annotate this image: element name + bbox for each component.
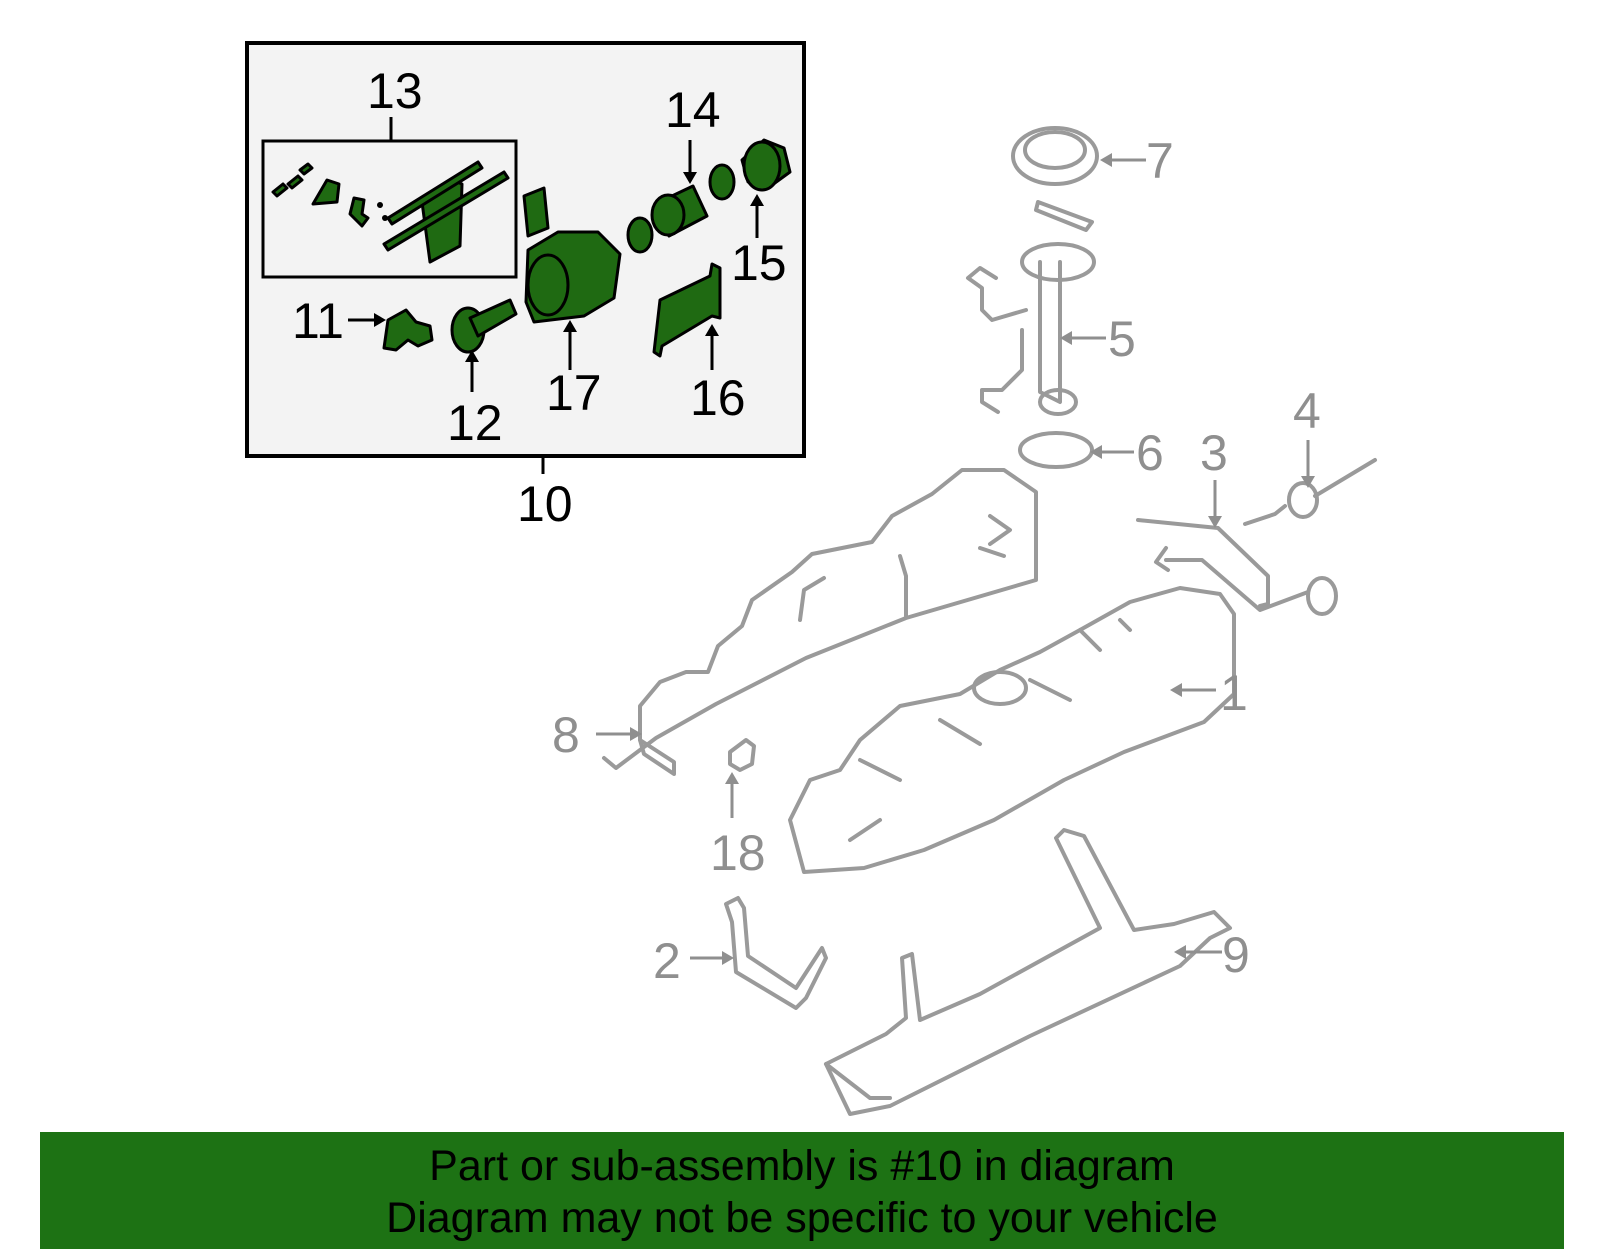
assembly-10-box [245,41,806,474]
callout-15: 15 [731,235,787,291]
part-6-gasket [1018,431,1094,469]
callout-8: 8 [552,707,580,763]
part-13-hardware-kit[interactable] [271,160,510,264]
part-17-pump-body[interactable] [522,186,622,324]
callout-1: 1 [1220,665,1248,721]
callout-14: 14 [665,82,721,138]
callout-9: 9 [1222,927,1250,983]
info-banner: Part or sub-assembly is #10 in diagram D… [40,1132,1564,1249]
callout-arrows [348,140,1315,965]
callout-2: 2 [653,933,681,989]
part-1-fuel-tank [788,586,1236,874]
part-4-cap [1243,458,1377,526]
part-3-filler-pipe [1136,518,1338,616]
banner-line-1: Part or sub-assembly is #10 in diagram [429,1142,1175,1190]
callout-4: 4 [1293,383,1321,439]
part-7-lock-ring [1011,126,1099,186]
callout-12: 12 [447,395,503,451]
callout-16: 16 [690,370,746,426]
part-12-pump-pickup[interactable] [450,298,518,354]
callout-13: 13 [367,63,423,119]
callout-11: 11 [292,293,344,349]
part-11-connector[interactable] [382,308,434,352]
callout-6: 6 [1136,425,1164,481]
callout-18: 18 [710,825,766,881]
part-14-filter[interactable] [626,163,736,254]
callout-3: 3 [1200,425,1228,481]
part-2-strap [724,896,828,1010]
part-16-bracket[interactable] [652,262,722,358]
callout-5: 5 [1108,311,1136,367]
banner-line-2: Diagram may not be specific to your vehi… [386,1194,1218,1242]
part-8-shield [602,468,1038,776]
part-18-clip [728,738,756,772]
part-5-sending-unit [966,200,1096,416]
callout-10: 10 [517,476,573,532]
part-9-skid-plate [824,828,1232,1116]
callout-17: 17 [546,365,602,421]
part-15-cap[interactable] [740,138,792,192]
callout-7: 7 [1146,133,1174,189]
